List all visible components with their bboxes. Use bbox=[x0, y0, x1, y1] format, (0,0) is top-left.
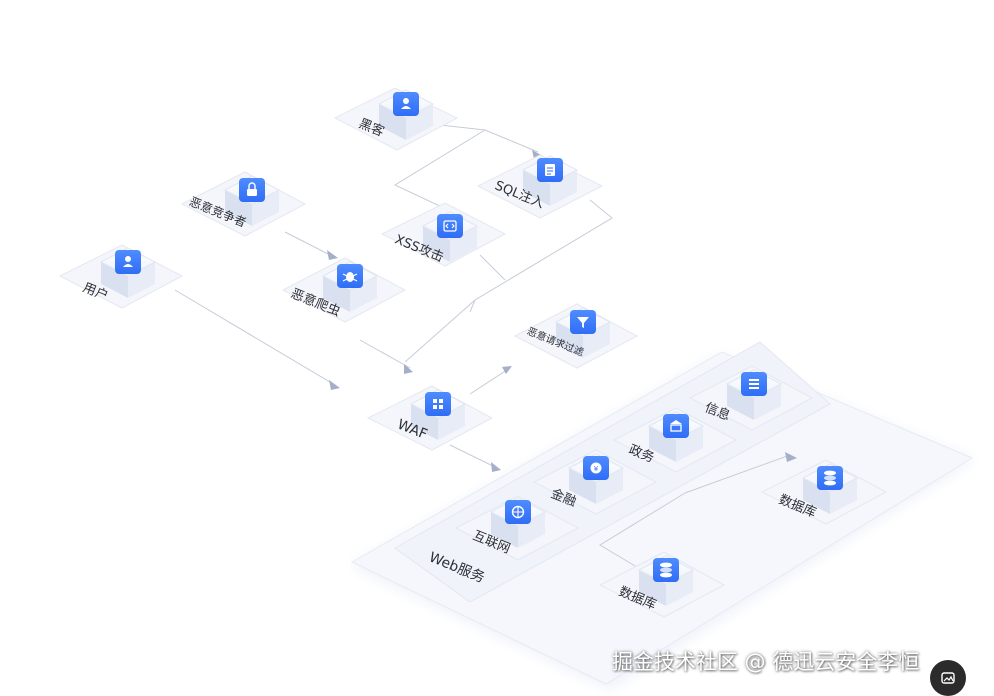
edge-merge-waf bbox=[404, 299, 476, 363]
edge-competitor-crawler bbox=[284, 231, 331, 256]
edge-waf-filter bbox=[469, 367, 511, 395]
node-malicious-crawler bbox=[321, 261, 379, 312]
globe-icon bbox=[511, 505, 525, 519]
node-malicious-request-filter bbox=[554, 307, 612, 358]
image-icon bbox=[941, 672, 955, 684]
top-cropped-text: - --- - -- bbox=[746, 0, 809, 9]
edge-waf-platform bbox=[449, 444, 498, 469]
node-sql-injection bbox=[521, 155, 579, 206]
edge-user-waf bbox=[174, 289, 336, 386]
edge-sql-merge bbox=[469, 199, 613, 313]
watermark: 掘金技术社区 @ 德迅云安全李恒 bbox=[612, 650, 920, 674]
node-info bbox=[725, 369, 783, 420]
node-xss-attack bbox=[421, 211, 479, 262]
edge-crawler-waf bbox=[359, 339, 411, 369]
building-icon bbox=[670, 420, 682, 432]
database-icon bbox=[824, 470, 836, 486]
lock-icon bbox=[247, 182, 257, 196]
edge-xss-down bbox=[479, 254, 506, 281]
edge-hacker-xss bbox=[393, 129, 486, 211]
node-malicious-competitor bbox=[223, 175, 281, 226]
node-finance: ¥ bbox=[567, 453, 625, 504]
bug-icon bbox=[342, 272, 358, 282]
user-icon bbox=[401, 98, 411, 109]
document-icon bbox=[545, 164, 555, 176]
edges bbox=[174, 124, 791, 576]
coin-icon: ¥ bbox=[590, 462, 602, 474]
edge-platform-db-lower bbox=[599, 492, 686, 576]
node-database-upper bbox=[801, 463, 859, 514]
node-database-lower bbox=[637, 555, 695, 606]
node-user bbox=[99, 247, 157, 298]
node-internet bbox=[489, 497, 547, 548]
grid-icon bbox=[433, 399, 443, 409]
user-icon bbox=[123, 256, 133, 267]
list-icon bbox=[749, 379, 759, 389]
node-cubes: ¥ bbox=[99, 89, 859, 606]
node-government bbox=[647, 411, 705, 462]
svg-text:¥: ¥ bbox=[594, 465, 599, 473]
code-icon bbox=[443, 220, 457, 232]
edge-platform-db-upper bbox=[684, 454, 791, 494]
node-hacker bbox=[377, 89, 435, 140]
node-waf bbox=[409, 389, 467, 440]
filter-icon bbox=[577, 317, 589, 328]
database-icon bbox=[660, 562, 672, 578]
image-button[interactable] bbox=[930, 660, 966, 696]
